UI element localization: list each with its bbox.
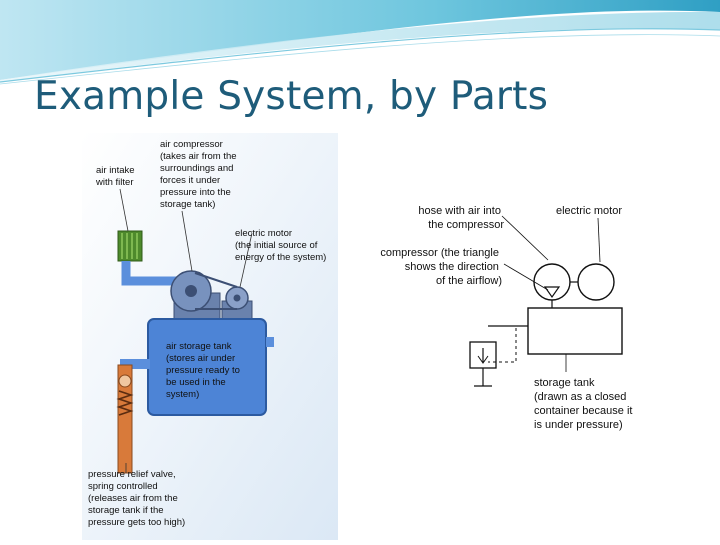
pointer-air-intake — [119, 188, 129, 232]
schematic-relief-valve — [469, 325, 528, 387]
pointer-compressor — [181, 210, 193, 272]
schematic-diagram: hose with air into the compressor electr… — [352, 196, 656, 458]
banner-wave — [0, 0, 720, 80]
air-compressor — [170, 270, 221, 326]
pointer-motor-schematic — [597, 217, 601, 263]
label-pressure-relief-valve: pressure relief valve, spring controlled… — [88, 469, 185, 528]
pressure-relief-valve — [116, 359, 150, 474]
label-electric-motor-schematic: electric motor — [556, 205, 622, 217]
label-air-storage-tank: air storage tank (stores air under press… — [166, 341, 243, 400]
label-air-intake: air intake with filter — [95, 165, 137, 188]
schematic-storage-tank — [527, 307, 623, 355]
schematic-diagram-svg: hose with air into the compressor electr… — [352, 196, 656, 458]
slide-title: Example System, by Parts — [34, 74, 549, 119]
pointer-motor — [239, 232, 253, 288]
tank-outlet — [266, 337, 274, 347]
label-electric-motor: electric motor (the initial source of en… — [235, 228, 326, 263]
pointer-compressor-schematic — [503, 263, 549, 291]
label-air-compressor: air compressor (takes air from the surro… — [160, 139, 239, 210]
air-filter — [117, 230, 143, 262]
pictorial-diagram-svg: air intake with filter air compressor (t… — [82, 133, 338, 540]
banner-wave-light — [0, 11, 720, 82]
label-compressor-schematic: compressor (the triangle shows the direc… — [380, 247, 502, 287]
label-hose: hose with air into the compressor — [418, 205, 504, 231]
pointer-hose — [501, 215, 549, 261]
header-banner — [0, 0, 720, 90]
label-storage-tank-schematic: storage tank (drawn as a closed containe… — [534, 377, 636, 431]
pictorial-diagram: air intake with filter air compressor (t… — [82, 133, 338, 540]
